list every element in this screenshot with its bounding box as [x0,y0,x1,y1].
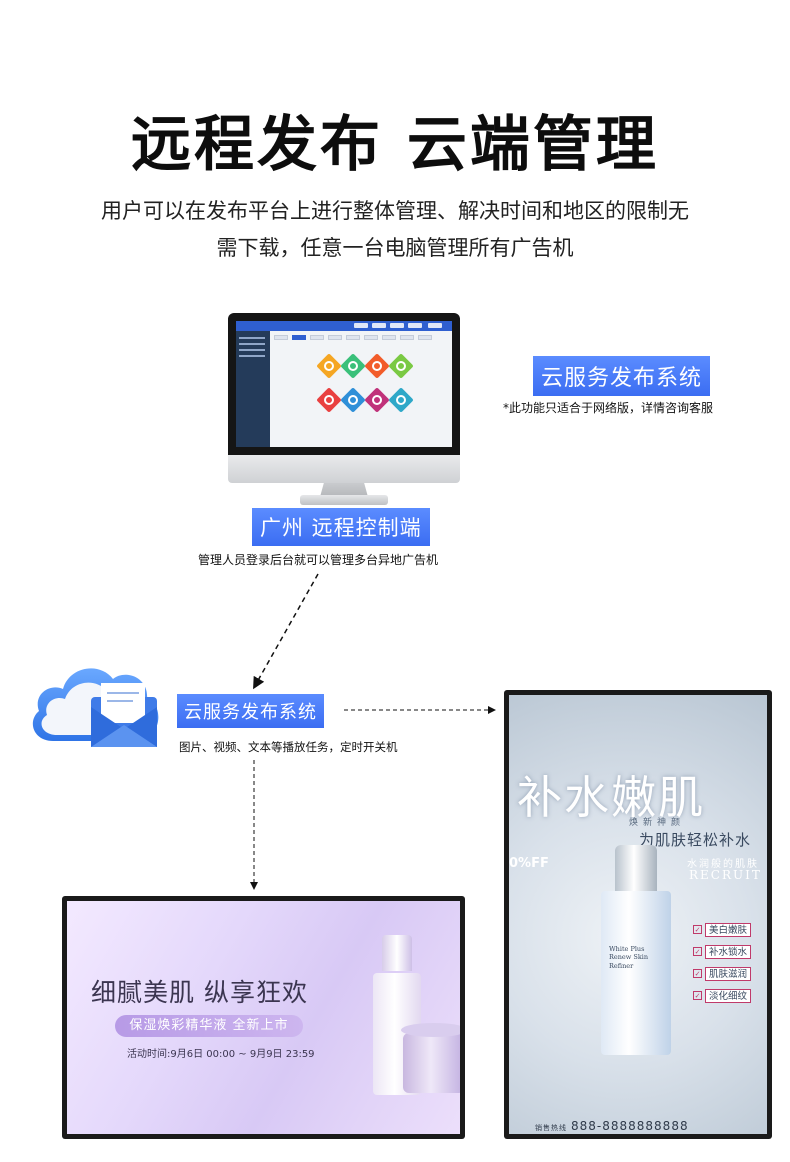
arrow-icon [253,573,319,690]
monitor-bezel [228,313,460,455]
screen-topbar [236,321,452,331]
landscape-ad-screen: 细腻美肌 纵享狂欢 保湿焕彩精华液 全新上市 活动时间:9月6日 00:00 ~… [67,901,460,1134]
envelope-icon [91,683,157,747]
landscape-display: 细腻美肌 纵享狂欢 保湿焕彩精华液 全新上市 活动时间:9月6日 00:00 ~… [62,896,465,1139]
feature-item: ✓ 淡化细纹 [693,989,753,1003]
portrait-ad-small: 焕新神颜 [629,818,686,828]
check-icon: ✓ [693,969,702,978]
landscape-ad-date: 活动时间:9月6日 00:00 ~ 9月9日 23:59 [127,1049,315,1060]
cloud-service-tag: 云服务发布系统 [533,356,711,396]
monitor-icon [228,313,460,505]
portrait-ad-recruit: RECRUIT [689,868,762,882]
subtitle-line-1: 用户可以在发布平台上进行整体管理、解决时间和地区的限制无 [101,199,689,223]
cloud-publish-note: 图片、视频、文本等播放任务，定时开关机 [179,740,398,754]
screen-tabs [274,335,448,341]
cloud-service-note: *此功能只适合于网络版，详情咨询客服 [503,401,714,415]
check-icon: ✓ [693,991,702,1000]
portrait-ad-off: 0%FF [509,856,549,871]
cloud-publish-tag: 云服务发布系统 [177,694,324,728]
feature-item: ✓ 肌肤滋润 [693,967,753,981]
jar-image [401,1023,460,1093]
portrait-ad-screen: 补水嫩肌 焕新神颜 为肌肤轻松补水 水润般的肌肤 RECRUIT 0%FF Wh… [509,695,767,1134]
portrait-display: 补水嫩肌 焕新神颜 为肌肤轻松补水 水润般的肌肤 RECRUIT 0%FF Wh… [504,690,772,1139]
page-title: 远程发布 云端管理 [131,110,659,180]
screen-sidebar [236,331,270,447]
bottle-image: White Plus Renew Skin Refiner [601,845,671,1055]
landscape-ad-headline: 细腻美肌 纵享狂欢 [91,978,308,1007]
check-icon: ✓ [693,925,702,934]
portrait-ad-title: 补水嫩肌 [517,771,706,824]
portrait-ad-slogan: 为肌肤轻松补水 [639,831,752,849]
feature-item: ✓ 补水锁水 [693,945,753,959]
remote-control-tag: 广州 远程控制端 [252,508,430,546]
remote-control-note: 管理人员登录后台就可以管理多台异地广告机 [198,553,439,567]
bottle-label: White Plus Renew Skin Refiner [609,945,649,970]
portrait-ad-sub: 水润般的肌肤 [687,859,759,870]
check-icon: ✓ [693,947,702,956]
monitor-screen [236,321,452,447]
cloud-icon [32,668,159,747]
subtitle-line-2: 需下载，任意一台电脑管理所有广告机 [216,236,574,260]
landscape-ad-pill: 保湿焕彩精华液 全新上市 [115,1015,303,1037]
feature-item: ✓ 美白嫩肤 [693,923,753,937]
